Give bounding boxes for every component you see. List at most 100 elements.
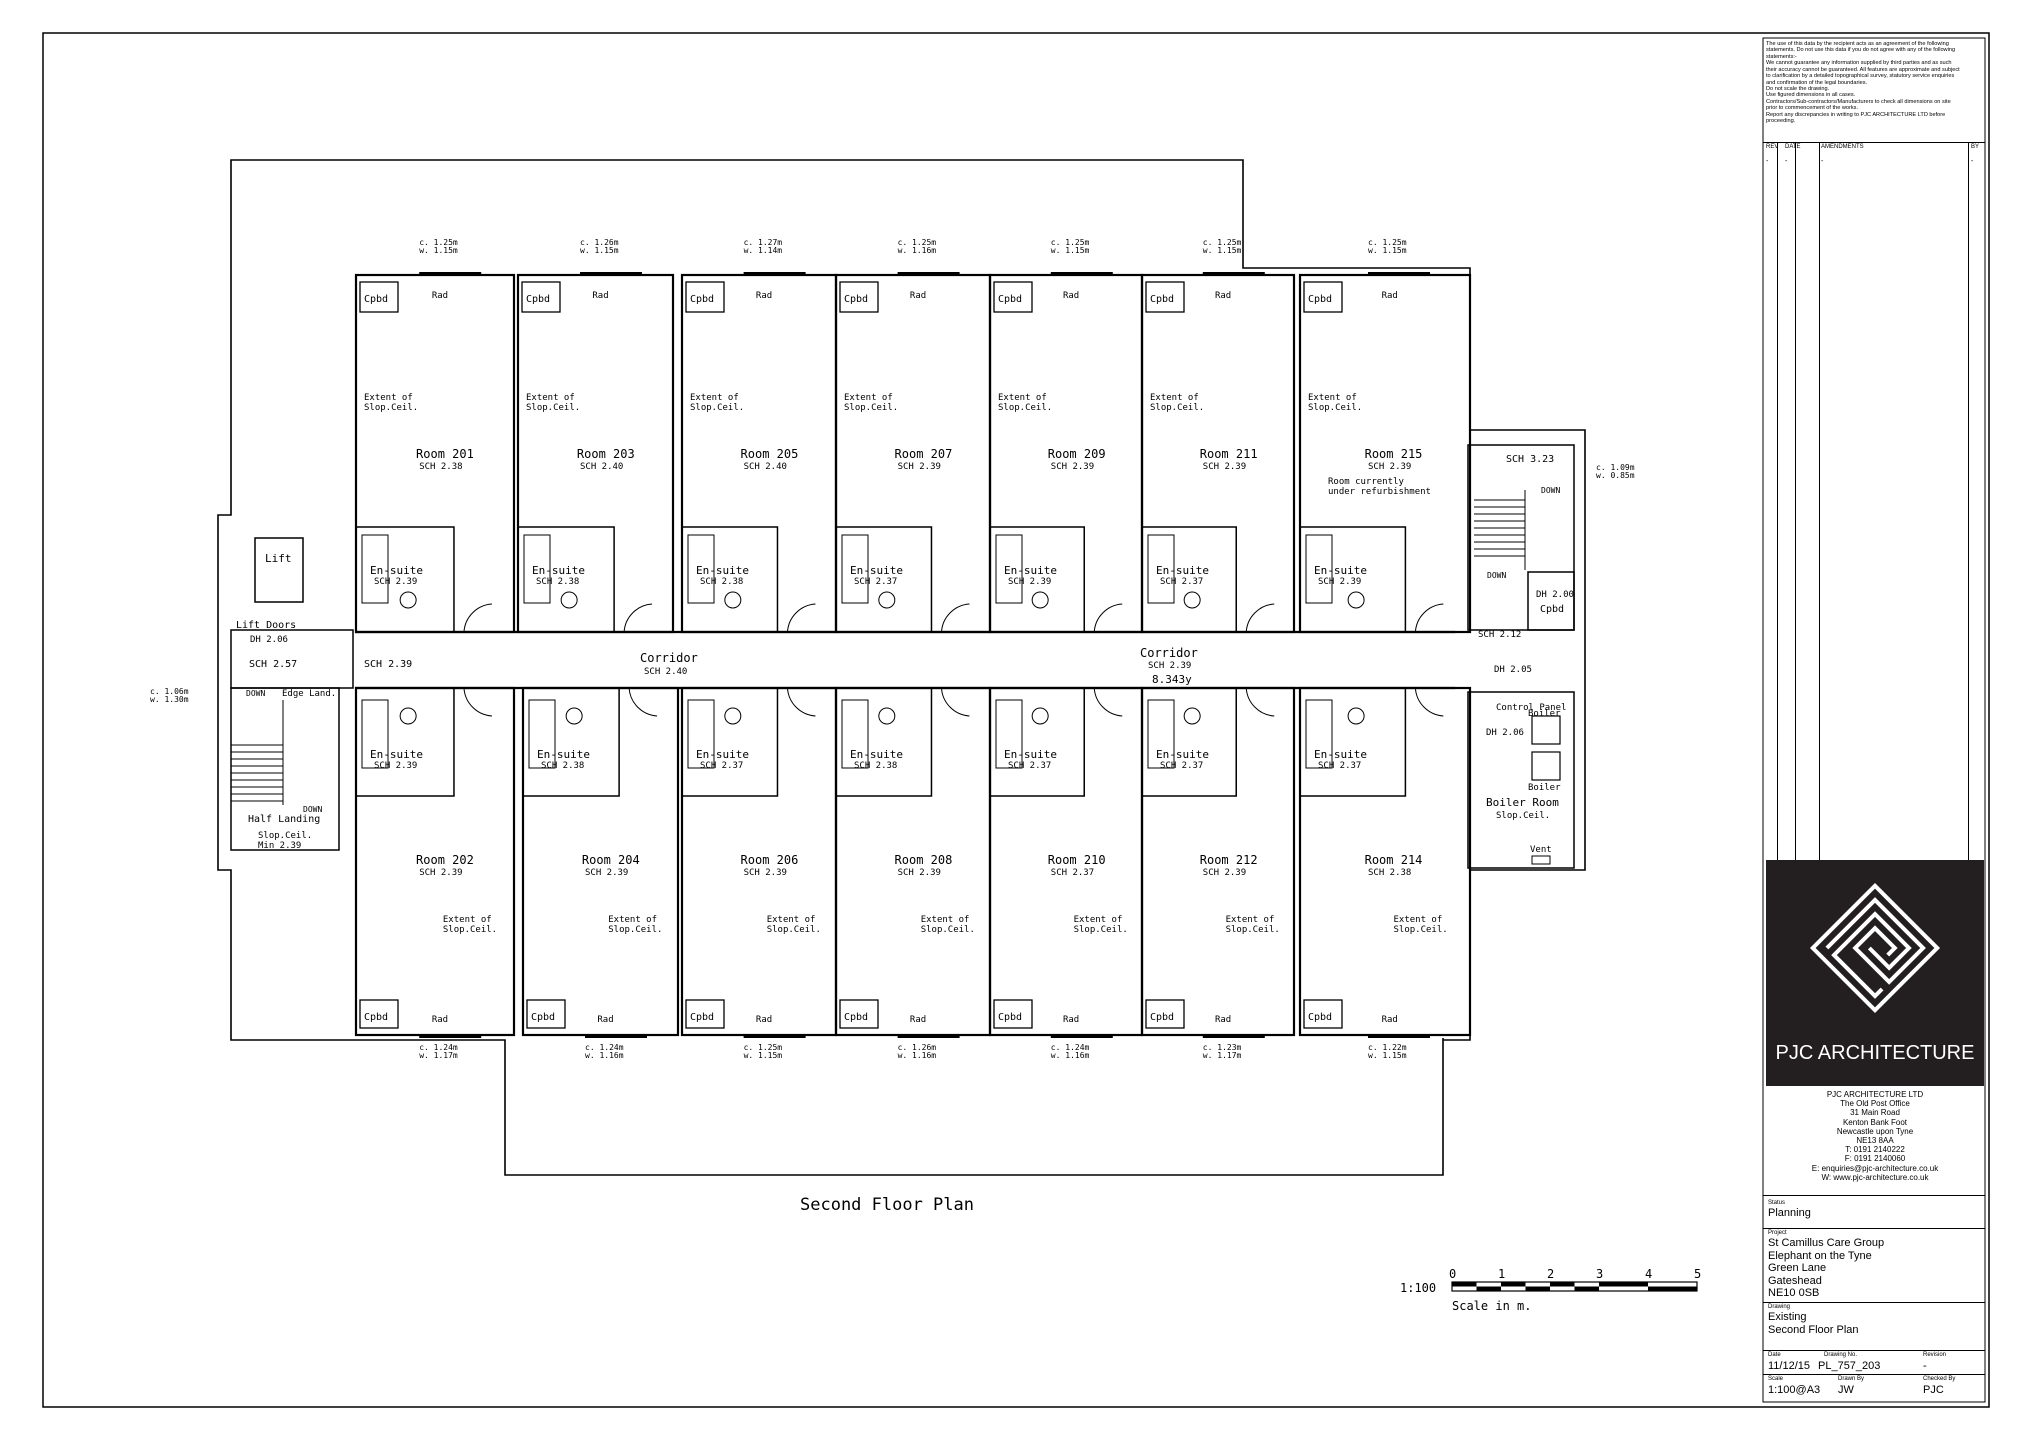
vent-grille bbox=[1531, 855, 1551, 865]
scale-label: Scale bbox=[1768, 1376, 1784, 1382]
room-sch: SCH 2.39 bbox=[1203, 462, 1246, 472]
ensuite-sch: SCH 2.38 bbox=[536, 577, 579, 587]
firm-name: PJC ARCHITECTURE bbox=[1775, 1042, 1975, 1064]
toilet bbox=[565, 707, 583, 725]
date-value: 11/12/15 bbox=[1768, 1360, 1811, 1372]
cupboard-outline bbox=[359, 999, 399, 1029]
lift-label: Lift bbox=[265, 552, 292, 565]
bath bbox=[523, 534, 551, 604]
extent-label: Extent of bbox=[526, 393, 575, 403]
extent-label: Extent of bbox=[364, 393, 413, 403]
edge-landing-label: Edge Land. bbox=[282, 689, 336, 699]
window-width: w. 1.15m bbox=[419, 246, 458, 255]
window-ceiling-height: c. 1.26m bbox=[898, 1043, 937, 1052]
cupboard-outline bbox=[1303, 281, 1343, 313]
window-width: w. 1.15m bbox=[1368, 246, 1407, 255]
cupboard-outline bbox=[521, 281, 561, 313]
toilet bbox=[724, 707, 742, 725]
boiler-room bbox=[1467, 691, 1575, 869]
window-ceiling-height: c. 1.24m bbox=[1051, 1043, 1090, 1052]
revisions-row: - - - - bbox=[1763, 158, 1985, 172]
window-width: w. 1.15m bbox=[1203, 246, 1242, 255]
window-width: w. 1.16m bbox=[585, 1051, 624, 1060]
extent-label: Extent of bbox=[1394, 915, 1443, 925]
boiler-room-label: Boiler Room bbox=[1486, 796, 1559, 809]
window-width: w. 1.16m bbox=[1051, 1051, 1090, 1060]
firm-address-line: T: 0191 2140222 bbox=[1845, 1145, 1905, 1155]
room-name: Room 205 bbox=[741, 447, 799, 461]
ensuite-label: En-suite bbox=[1156, 748, 1209, 761]
drawing-label: Drawing bbox=[1768, 1304, 1791, 1310]
lift-shaft bbox=[254, 537, 304, 603]
left-window-w: w. 1.30m bbox=[150, 695, 189, 704]
room-sch: SCH 2.39 bbox=[419, 868, 462, 878]
room-sch: SCH 2.37 bbox=[1051, 868, 1094, 878]
window-ceiling-height: c. 1.26m bbox=[580, 238, 619, 247]
cupboard-label: Cpbd bbox=[844, 1012, 868, 1023]
window-width: w. 1.17m bbox=[419, 1051, 458, 1060]
revision-label: Revision bbox=[1923, 1352, 1947, 1358]
date-col: DATE bbox=[1785, 144, 1801, 150]
scale-tick-label: 2 bbox=[1547, 1267, 1554, 1281]
ensuite-sch: SCH 2.39 bbox=[374, 761, 417, 771]
disclaimer-line: The use of this data by the recipient ac… bbox=[1766, 41, 1949, 47]
window-ceiling-height: c. 1.25m bbox=[1203, 238, 1242, 247]
radiator-label: Rad bbox=[1215, 1015, 1231, 1025]
stair-left-treads bbox=[231, 700, 284, 805]
lobby-sch: SCH 2.57 bbox=[249, 659, 297, 670]
room-name: Room 206 bbox=[741, 853, 799, 867]
scale-tick-label: 4 bbox=[1645, 1267, 1652, 1281]
drawn-by-label: Drawn By bbox=[1838, 1376, 1865, 1382]
room-sch: SCH 2.39 bbox=[1203, 868, 1246, 878]
slop-ceil-label: Slop.Ceil. bbox=[767, 925, 821, 935]
slop-ceil-label: Slop.Ceil. bbox=[526, 403, 580, 413]
firm-address-line: PJC ARCHITECTURE LTD bbox=[1826, 1090, 1924, 1099]
lift-dh: DH 2.06 bbox=[250, 635, 288, 645]
room-name: Room 214 bbox=[1365, 853, 1423, 867]
stair-right-treads bbox=[1474, 490, 1526, 570]
ensuite-label: En-suite bbox=[1004, 564, 1057, 577]
ensuite-sch: SCH 2.37 bbox=[1008, 761, 1051, 771]
door-swing bbox=[1414, 687, 1444, 717]
ensuite-sch: SCH 2.38 bbox=[854, 761, 897, 771]
room-sch: SCH 2.40 bbox=[744, 462, 787, 472]
room-name: Room 202 bbox=[416, 853, 474, 867]
ensuite-label: En-suite bbox=[1004, 748, 1057, 761]
stair-right-sch: SCH 3.23 bbox=[1506, 454, 1554, 465]
slop-ceil-label: Slop.Ceil. bbox=[364, 403, 418, 413]
cupboard-label: Cpbd bbox=[998, 294, 1022, 305]
window-ceiling-height: c. 1.25m bbox=[898, 238, 937, 247]
room-sch: SCH 2.39 bbox=[898, 462, 941, 472]
stair-right-window-c: c. 1.09m bbox=[1596, 463, 1635, 472]
ensuite-outline bbox=[681, 687, 779, 797]
window-ceiling-height: c. 1.25m bbox=[1368, 238, 1407, 247]
window-ceiling-height: c. 1.25m bbox=[744, 1043, 783, 1052]
room-name: Room 212 bbox=[1200, 853, 1258, 867]
bath bbox=[841, 534, 869, 604]
project-line: Gateshead bbox=[1768, 1274, 1822, 1287]
boiler-room-dh: DH 2.06 bbox=[1486, 728, 1524, 738]
left-window-c: c. 1.06m bbox=[150, 687, 189, 696]
toilet bbox=[560, 591, 578, 609]
toilet bbox=[399, 707, 417, 725]
extent-label: Extent of bbox=[443, 915, 492, 925]
room-name: Room 201 bbox=[416, 447, 474, 461]
slop-ceil-label: Slop.Ceil. bbox=[998, 403, 1052, 413]
radiator-label: Rad bbox=[592, 291, 608, 301]
scale-value: 1:100@A3 bbox=[1768, 1384, 1821, 1396]
boiler-2 bbox=[1531, 751, 1561, 781]
boiler-1 bbox=[1531, 715, 1561, 745]
door-swing bbox=[940, 687, 970, 717]
lift-doors-label: Lift Doors bbox=[236, 620, 296, 631]
cupboard-outline bbox=[526, 999, 566, 1029]
project-line: NE10 0SB bbox=[1768, 1287, 1820, 1300]
drawing-no-value: PL_757_203 bbox=[1818, 1360, 1881, 1372]
ensuite-outline bbox=[835, 687, 933, 797]
door-swing bbox=[940, 603, 970, 633]
slop-ceil-label: Slop.Ceil. bbox=[608, 925, 662, 935]
slop-ceil-label: Slop.Ceil. bbox=[690, 403, 744, 413]
radiator-label: Rad bbox=[910, 291, 926, 301]
ensuite-label: En-suite bbox=[850, 564, 903, 577]
